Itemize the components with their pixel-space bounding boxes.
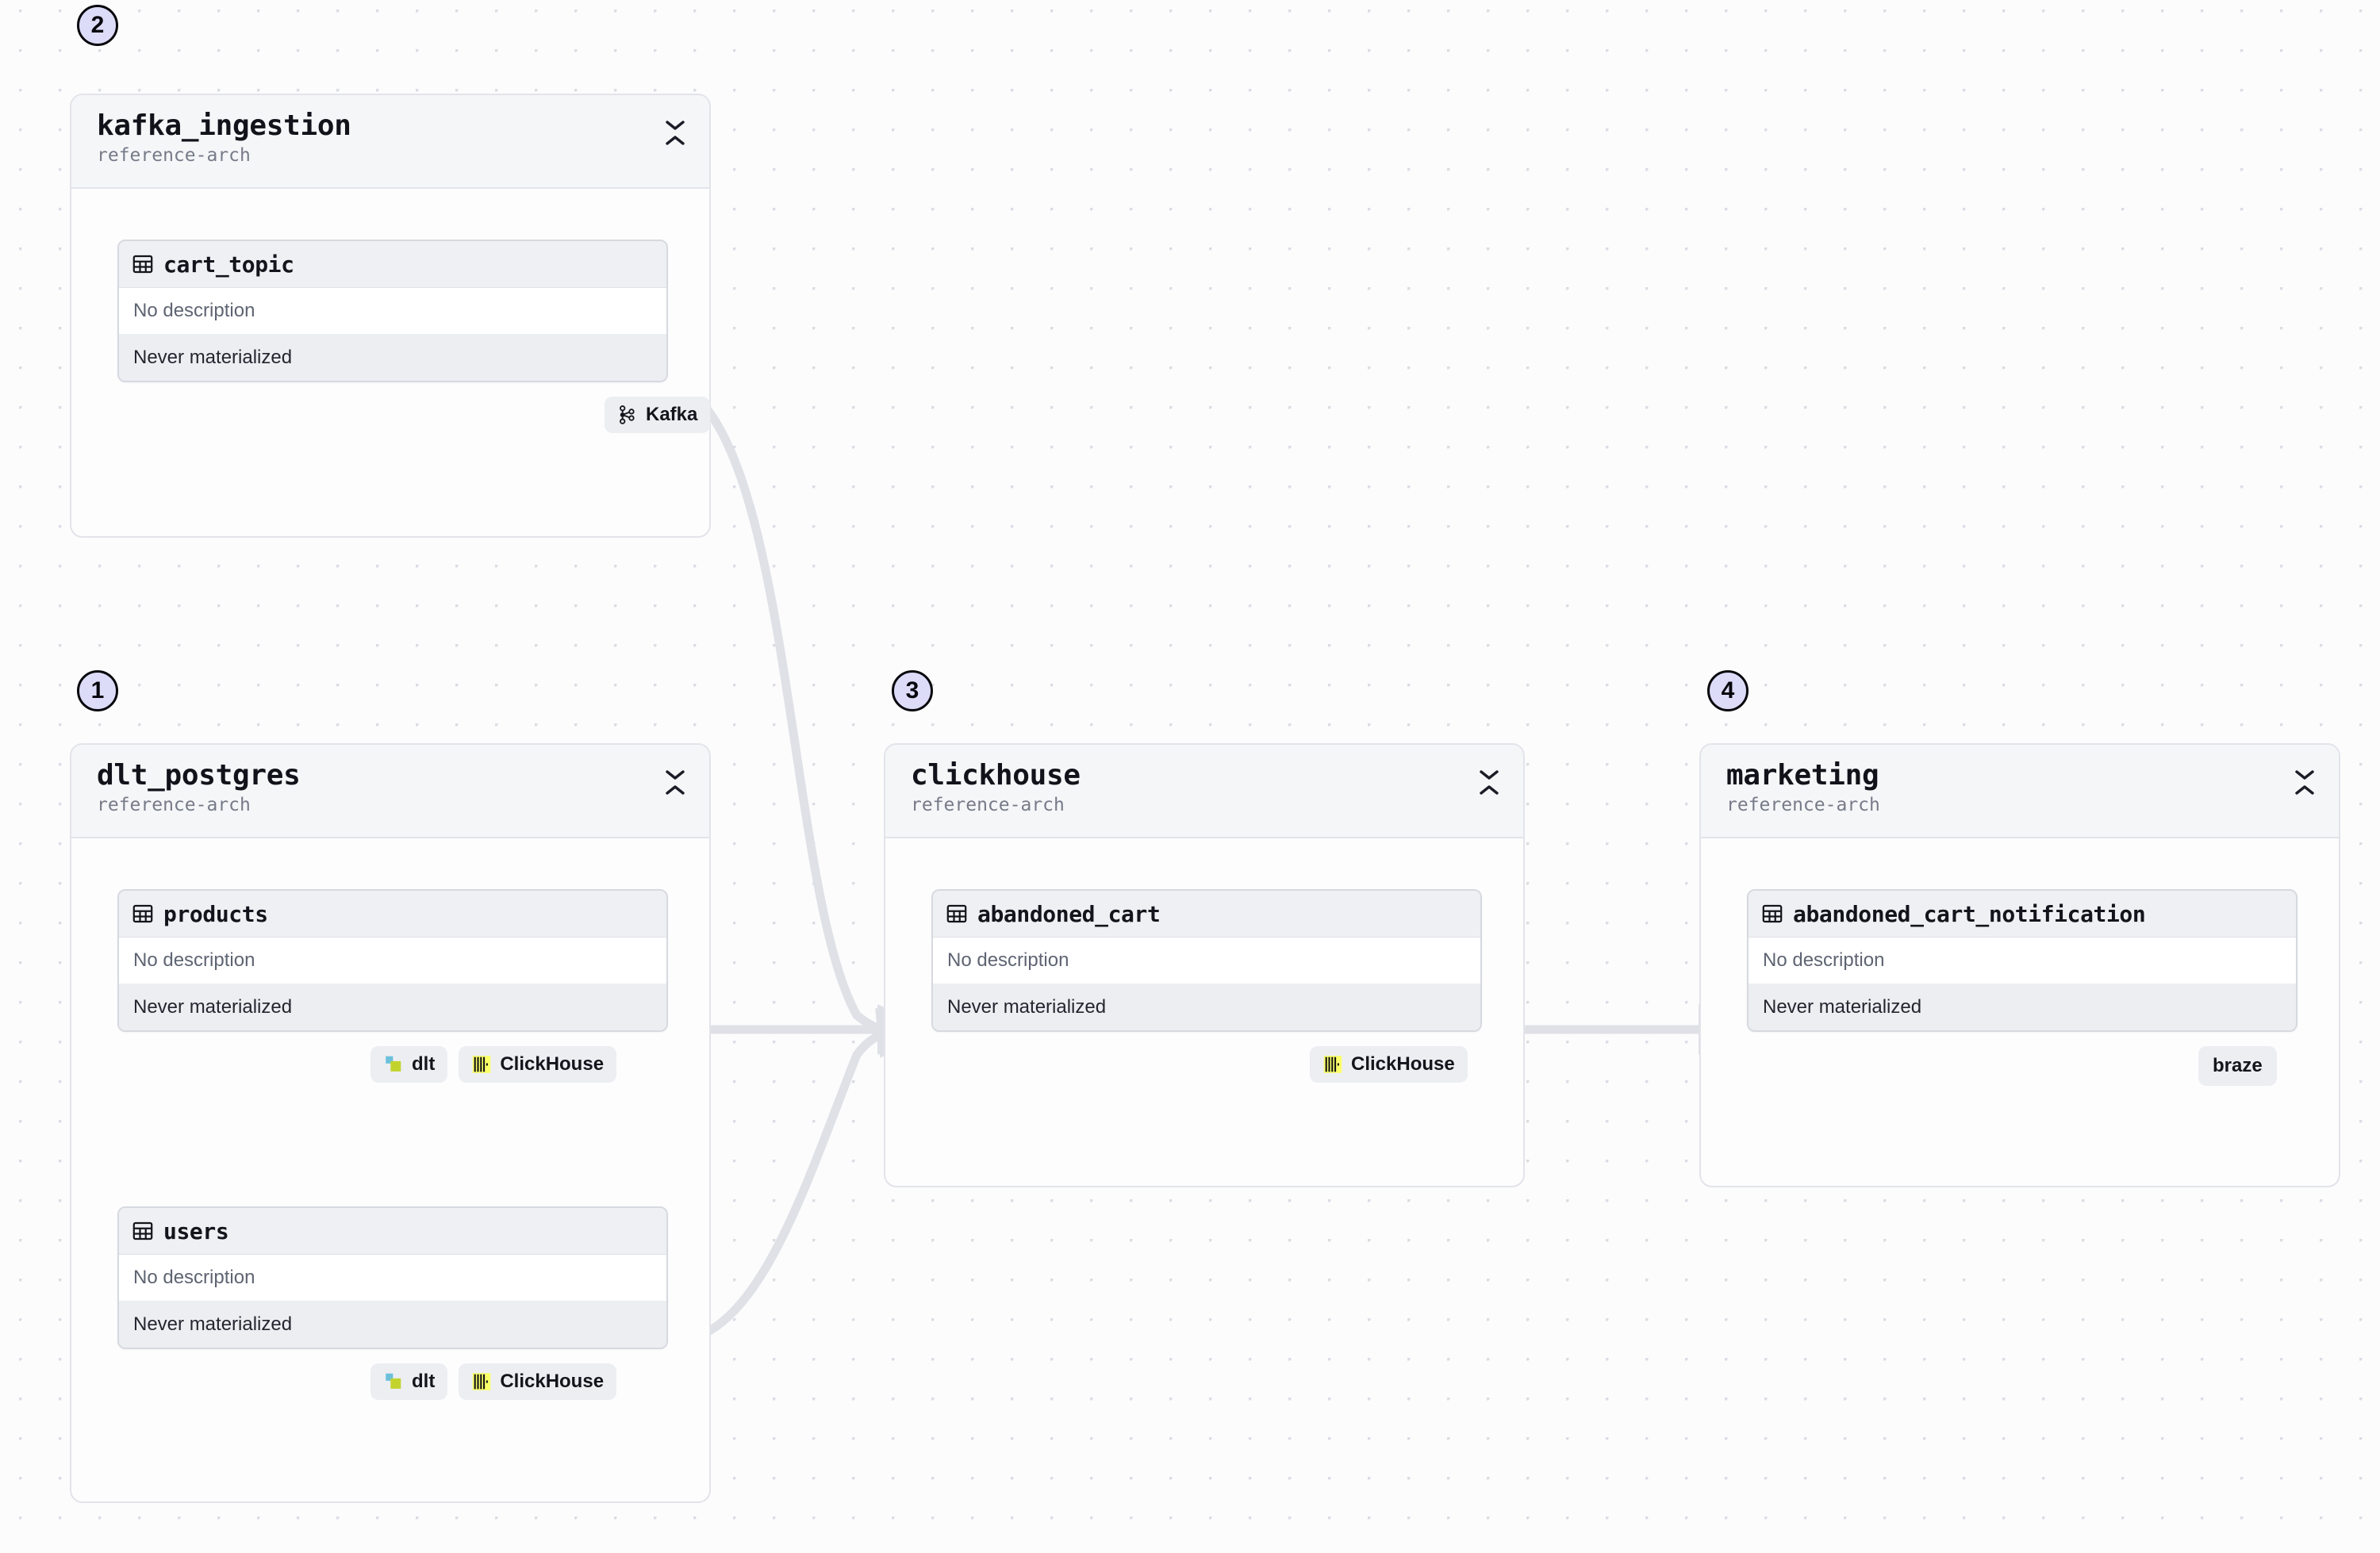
group-header: clickhouse reference-arch xyxy=(885,745,1523,838)
group-node-marketing[interactable]: marketing reference-arch aband xyxy=(1699,743,2340,1187)
tech-badge-dlt[interactable]: dlt xyxy=(370,1046,448,1083)
table-card[interactable]: users No description Never materialized xyxy=(117,1206,668,1349)
table-icon xyxy=(132,1221,153,1240)
table-description: No description xyxy=(119,938,666,984)
group-body: abandoned_cart No description Never mate… xyxy=(885,838,1523,1186)
group-body: products No description Never materializ… xyxy=(71,838,709,1501)
group-subtitle: reference-arch xyxy=(1726,794,1880,815)
collapse-vertical-icon[interactable] xyxy=(2291,765,2318,799)
group-title: marketing xyxy=(1726,759,1879,792)
table-card[interactable]: abandoned_cart_notification No descripti… xyxy=(1747,889,2297,1032)
tech-badge-clickhouse[interactable]: ClickHouse xyxy=(1310,1046,1468,1083)
clickhouse-icon xyxy=(473,1373,491,1390)
group-body: cart_topic No description Never material… xyxy=(71,189,711,536)
step-badge-4: 4 xyxy=(1707,670,1749,711)
table-name: users xyxy=(163,1217,229,1244)
table-status: Never materialized xyxy=(119,984,666,1030)
table-name: abandoned_cart xyxy=(977,900,1161,927)
step-badge-3: 3 xyxy=(892,670,933,711)
group-title: kafka_ingestion xyxy=(97,109,351,142)
group-header: kafka_ingestion reference-arch xyxy=(71,95,709,189)
group-subtitle: reference-arch xyxy=(97,794,251,815)
table-name: abandoned_cart_notification xyxy=(1793,900,2146,927)
table-status: Never materialized xyxy=(119,335,666,381)
tech-badge-label: ClickHouse xyxy=(500,1371,605,1392)
collapse-vertical-icon[interactable] xyxy=(662,116,689,149)
badge-row: Kafka xyxy=(605,397,711,433)
table-description: No description xyxy=(119,288,666,335)
table-card-header: users xyxy=(119,1208,666,1255)
group-body: abandoned_cart_notification No descripti… xyxy=(1701,838,2339,1186)
table-card[interactable]: cart_topic No description Never material… xyxy=(117,240,668,382)
tech-badge-dlt[interactable]: dlt xyxy=(370,1363,448,1400)
tech-badge-clickhouse[interactable]: ClickHouse xyxy=(459,1363,617,1400)
badge-row: ClickHouse xyxy=(1310,1046,1468,1083)
badge-row: dlt ClickHouse xyxy=(370,1046,617,1083)
group-title: clickhouse xyxy=(911,759,1081,792)
tech-badge-label: ClickHouse xyxy=(1351,1053,1455,1075)
tech-badge-label: dlt xyxy=(412,1371,436,1392)
table-name: cart_topic xyxy=(163,251,294,278)
group-node-dlt-postgres[interactable]: dlt_postgres reference-arch xyxy=(70,743,711,1503)
tech-badge-label: braze xyxy=(2213,1055,2263,1076)
collapse-vertical-icon[interactable] xyxy=(662,765,689,799)
collapse-vertical-icon[interactable] xyxy=(1476,765,1503,799)
step-badge-1: 1 xyxy=(77,670,118,711)
table-card-header: abandoned_cart xyxy=(933,891,1480,938)
group-header: marketing reference-arch xyxy=(1701,745,2339,838)
group-node-clickhouse[interactable]: clickhouse reference-arch aban xyxy=(884,743,1525,1187)
table-status: Never materialized xyxy=(1749,984,2296,1030)
table-description: No description xyxy=(1749,938,2296,984)
clickhouse-icon xyxy=(1323,1056,1342,1073)
tech-badge-label: ClickHouse xyxy=(500,1053,605,1075)
tech-badge-clickhouse[interactable]: ClickHouse xyxy=(459,1046,617,1083)
table-card[interactable]: products No description Never materializ… xyxy=(117,889,668,1032)
dlt-icon xyxy=(386,1373,401,1389)
table-card-header: cart_topic xyxy=(119,241,666,288)
tech-badge-label: dlt xyxy=(412,1053,436,1075)
group-header: dlt_postgres reference-arch xyxy=(71,745,709,838)
table-icon xyxy=(1762,904,1783,923)
clickhouse-icon xyxy=(473,1056,491,1073)
table-icon xyxy=(132,904,153,923)
table-description: No description xyxy=(119,1255,666,1302)
table-icon xyxy=(946,904,967,923)
table-status: Never materialized xyxy=(119,1302,666,1348)
table-card-header: abandoned_cart_notification xyxy=(1749,891,2296,938)
step-badge-2: 2 xyxy=(77,5,118,46)
tech-badge-kafka[interactable]: Kafka xyxy=(605,397,711,433)
badge-row: dlt ClickHouse xyxy=(370,1363,617,1400)
badge-row: braze xyxy=(2198,1046,2277,1086)
tech-badge-label: Kafka xyxy=(646,404,698,425)
group-subtitle: reference-arch xyxy=(97,144,251,166)
table-icon xyxy=(132,255,153,274)
edge-users-to-abandoned-cart xyxy=(676,1004,932,1345)
group-title: dlt_postgres xyxy=(97,759,301,792)
dlt-icon xyxy=(386,1056,401,1072)
kafka-icon xyxy=(620,405,635,424)
tech-badge-braze[interactable]: braze xyxy=(2198,1046,2277,1086)
group-subtitle: reference-arch xyxy=(911,794,1065,815)
table-status: Never materialized xyxy=(933,984,1480,1030)
table-card-header: products xyxy=(119,891,666,938)
group-node-kafka-ingestion[interactable]: kafka_ingestion reference-arch xyxy=(70,94,711,538)
table-card[interactable]: abandoned_cart No description Never mate… xyxy=(931,889,1482,1032)
table-description: No description xyxy=(933,938,1480,984)
table-name: products xyxy=(163,900,268,927)
